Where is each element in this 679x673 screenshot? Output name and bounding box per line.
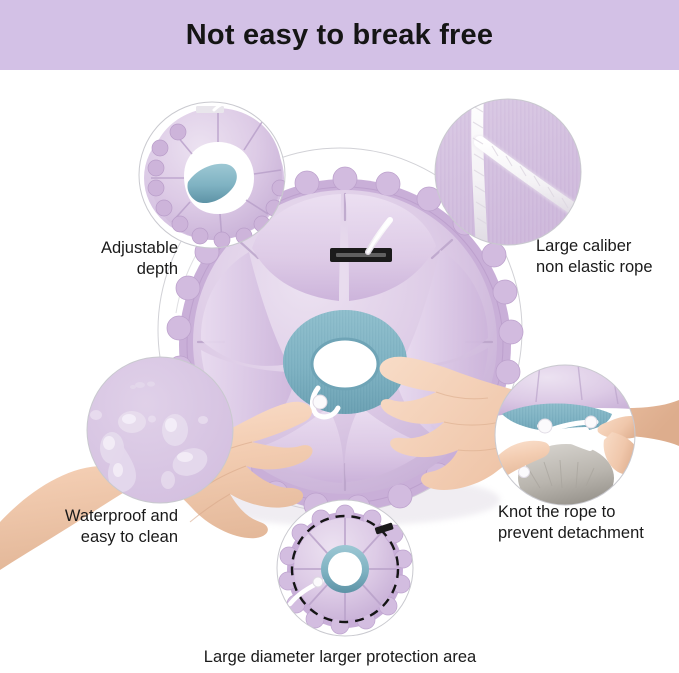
- header-banner: Not easy to break free: [0, 0, 679, 70]
- callout-label-waterproof: Waterproof and easy to clean: [64, 507, 178, 547]
- inner-teal-ring: [283, 310, 407, 414]
- callout-large-diameter: [276, 499, 414, 637]
- callout-adjustable-depth: [138, 101, 286, 249]
- callout-large-caliber-rope: [434, 98, 582, 246]
- dashed-diameter-circle: [290, 514, 400, 624]
- infographic-stage: Adjustable depth Large caliber non elast…: [0, 70, 679, 673]
- collar-rope: [365, 217, 393, 255]
- illustration-canvas: [0, 98, 679, 637]
- water-droplets: [90, 381, 208, 492]
- callout-label-large-diameter: Large diameter larger protection area: [203, 648, 477, 666]
- callout-label-knot-rope: Knot the rope to prevent detachment: [498, 503, 644, 543]
- callout-waterproof: [86, 356, 234, 504]
- rope-knot: [309, 385, 341, 420]
- callout-label-adjustable-depth: Adjustable depth: [100, 239, 178, 279]
- callout-label-large-caliber-rope: Large caliber non elastic rope: [536, 237, 653, 277]
- page-title: Not easy to break free: [185, 18, 494, 51]
- knot-ropes: [518, 415, 599, 478]
- brand-tag: [330, 248, 392, 262]
